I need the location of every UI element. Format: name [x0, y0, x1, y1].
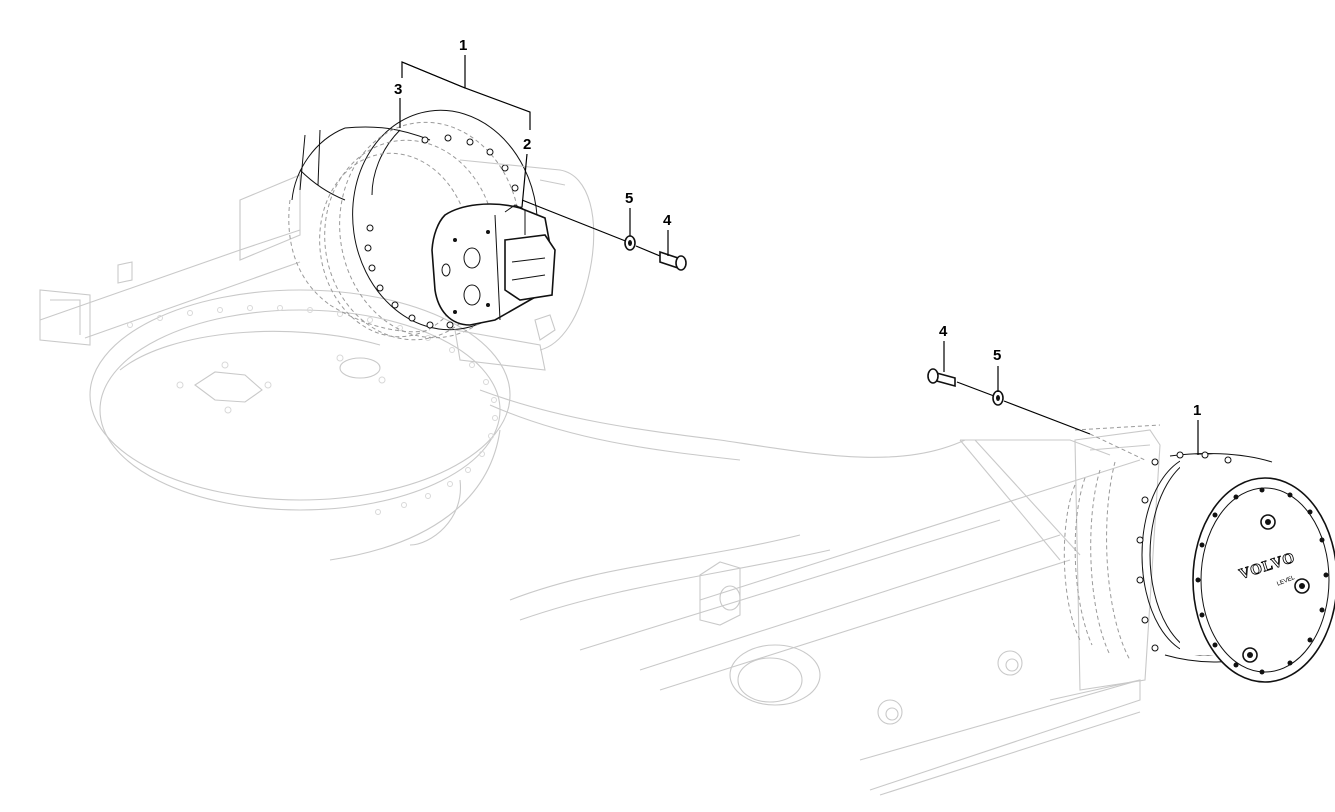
right-cover-bolts [1195, 487, 1329, 675]
top-assembly-bracket [401, 55, 531, 130]
right-end-cover [1192, 477, 1335, 683]
top-fastener-group [521, 199, 687, 271]
right-flange-bolts [1136, 451, 1232, 652]
callout-right-bolt: 4 [939, 323, 948, 340]
right-travel-motor: VOLVO LEVEL [1063, 424, 1335, 683]
callout-top-motor: 3 [394, 81, 402, 98]
callout-top-assembly: 1 [459, 37, 467, 54]
undercarriage-frame [39, 174, 1161, 796]
callout-top-washer: 5 [625, 190, 633, 207]
callout-right-washer: 5 [993, 347, 1001, 364]
right-fastener-group [927, 368, 1146, 461]
ring-bolt-holes [127, 305, 498, 515]
callout-right-assembly: 1 [1193, 402, 1201, 419]
top-travel-motor [288, 109, 595, 371]
top-flange-bolts [364, 134, 524, 329]
top-bolt-icon [659, 250, 679, 270]
callout-top-bolt: 4 [663, 212, 672, 229]
leader-top-gear [521, 153, 528, 208]
callout-top-gear: 2 [523, 136, 531, 153]
